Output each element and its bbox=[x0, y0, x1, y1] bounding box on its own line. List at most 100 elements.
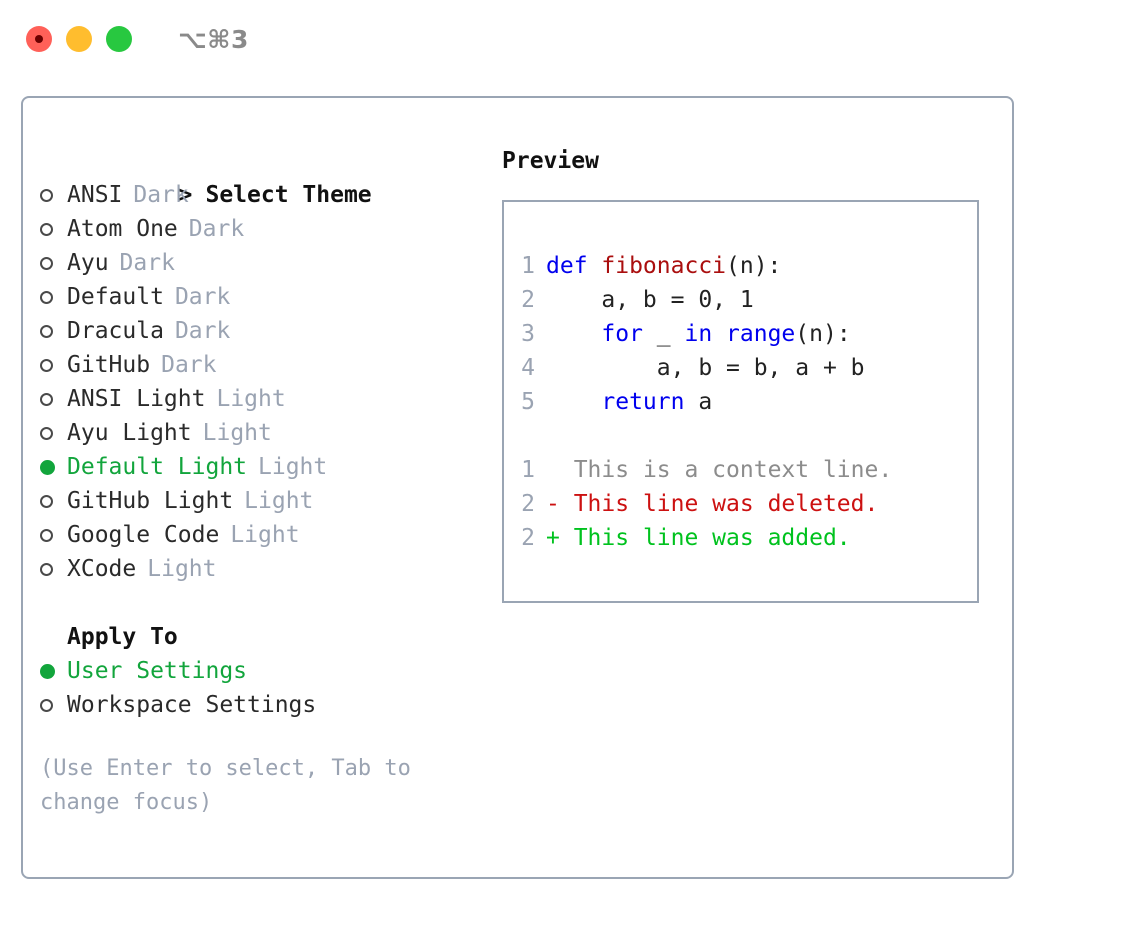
code-token-plain: a, b = 0, 1 bbox=[546, 287, 754, 313]
theme-option-default[interactable]: Default Dark bbox=[40, 280, 493, 314]
theme-option-tag: Light bbox=[147, 556, 217, 582]
apply-to-option-workspace-settings[interactable]: Workspace Settings bbox=[40, 688, 493, 722]
theme-option-tag: Light bbox=[258, 454, 328, 480]
keyboard-hint: (Use Enter to select, Tab to change focu… bbox=[40, 756, 425, 815]
diff-line-text: This line was added. bbox=[573, 525, 851, 551]
code-line: 5 return a bbox=[504, 385, 977, 419]
diff-line-number: 2 bbox=[521, 491, 535, 517]
maximize-button[interactable] bbox=[106, 26, 132, 52]
code-line-number: 1 bbox=[521, 253, 535, 279]
select-theme-label: Select Theme bbox=[205, 182, 372, 208]
code-token-plain bbox=[546, 321, 601, 347]
theme-option-tag: Dark bbox=[119, 250, 175, 276]
radio-unselected-icon bbox=[40, 290, 67, 304]
theme-option-tag: Dark bbox=[133, 182, 189, 208]
code-token-plain bbox=[712, 321, 726, 347]
code-token-fn: fibonacci bbox=[601, 253, 727, 279]
radio-unselected-icon bbox=[40, 324, 67, 338]
theme-option-label: Google Code bbox=[67, 522, 220, 548]
diff-marker: - bbox=[546, 491, 574, 517]
theme-option-label: ANSI bbox=[67, 182, 123, 208]
radio-mark bbox=[40, 256, 53, 270]
preview-title: Preview bbox=[502, 148, 599, 174]
diff-marker: + bbox=[546, 525, 574, 551]
theme-option-label: ANSI Light bbox=[67, 386, 206, 412]
theme-option-ansi[interactable]: ANSI Dark bbox=[40, 178, 493, 212]
code-token-plain: a, b = b, a + b bbox=[546, 355, 865, 381]
theme-option-ayu[interactable]: Ayu Dark bbox=[40, 246, 493, 280]
theme-option-tag: Dark bbox=[161, 352, 217, 378]
radio-mark bbox=[40, 698, 53, 712]
theme-option-label: Dracula bbox=[67, 318, 164, 344]
radio-mark bbox=[40, 222, 53, 236]
code-token-kw: def bbox=[546, 253, 602, 279]
theme-option-xcode[interactable]: XCode Light bbox=[40, 552, 493, 586]
theme-option-label: Default bbox=[67, 284, 164, 310]
radio-unselected-icon bbox=[40, 358, 67, 372]
code-token-kw: for bbox=[601, 321, 643, 347]
radio-selected-icon bbox=[40, 663, 67, 679]
diff-marker bbox=[546, 453, 574, 487]
close-button[interactable] bbox=[26, 26, 52, 52]
theme-option-label: Atom One bbox=[67, 216, 178, 242]
apply-to-title: Apply To bbox=[67, 624, 178, 650]
caret-icon: > bbox=[178, 182, 193, 208]
diff-line-ctx: 1 This is a context line. bbox=[504, 453, 977, 487]
code-line-number: 5 bbox=[521, 389, 535, 415]
code-token-plain: _ bbox=[642, 321, 685, 347]
theme-option-ansi-light[interactable]: ANSI Light Light bbox=[40, 382, 493, 416]
theme-option-label: XCode bbox=[67, 556, 137, 582]
window-controls bbox=[26, 26, 132, 52]
window-title: ⌥⌘3 bbox=[178, 24, 249, 54]
code-line-text: return a bbox=[546, 385, 712, 419]
theme-option-label: Ayu bbox=[67, 250, 109, 276]
radio-unselected-icon bbox=[40, 562, 67, 576]
theme-option-tag: Light bbox=[216, 386, 286, 412]
radio-unselected-icon bbox=[40, 698, 67, 712]
code-spacer bbox=[504, 419, 977, 453]
code-line: 3 for _ in range(n): bbox=[504, 317, 977, 351]
code-line-number: 3 bbox=[521, 321, 535, 347]
diff-line-number: 1 bbox=[521, 457, 535, 483]
code-token-kw: in bbox=[684, 321, 713, 347]
radio-mark bbox=[40, 290, 53, 304]
spacer bbox=[40, 586, 493, 620]
code-line: 4 a, b = b, a + b bbox=[504, 351, 977, 385]
code-line-text: a, b = b, a + b bbox=[546, 351, 865, 385]
code-token-kw: return bbox=[601, 389, 685, 415]
diff-line-text: This line was deleted. bbox=[573, 491, 879, 517]
radio-unselected-icon bbox=[40, 222, 67, 236]
select-theme-header: > Select Theme bbox=[40, 144, 493, 208]
theme-option-dracula[interactable]: Dracula Dark bbox=[40, 314, 493, 348]
theme-option-tag: Dark bbox=[174, 284, 231, 310]
diff-line-add: 2+ This line was added. bbox=[504, 521, 977, 555]
diff-line-text: This is a context line. bbox=[573, 457, 893, 483]
radio-mark bbox=[40, 562, 53, 576]
apply-to-option-user-settings[interactable]: User Settings bbox=[40, 654, 493, 688]
code-line: 2 a, b = 0, 1 bbox=[504, 283, 977, 317]
record-dot-icon bbox=[35, 35, 43, 43]
minimize-button[interactable] bbox=[66, 26, 92, 52]
diff-block: 1 This is a context line. 2- This line wa… bbox=[504, 453, 977, 555]
radio-mark bbox=[40, 528, 53, 542]
radio-mark bbox=[40, 188, 53, 202]
radio-unselected-icon bbox=[40, 494, 67, 508]
theme-option-tag: Dark bbox=[174, 318, 231, 344]
theme-option-label: Ayu Light bbox=[67, 420, 192, 446]
radio-mark bbox=[40, 663, 55, 679]
